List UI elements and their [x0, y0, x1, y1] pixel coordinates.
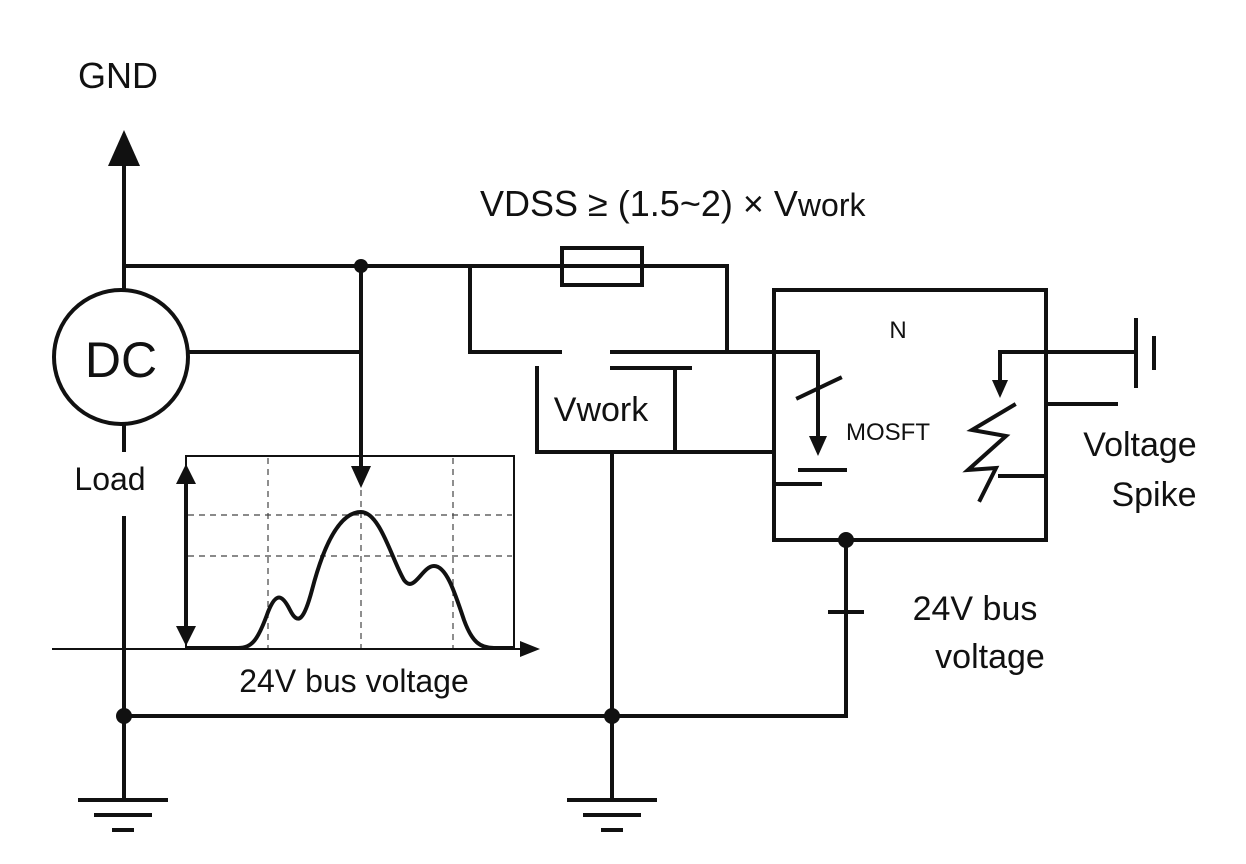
tvs-diode-top-wire	[998, 350, 1138, 386]
vwork-label: Vwork	[554, 391, 649, 429]
waveform-amplitude-arrow-up-icon	[176, 464, 196, 484]
vdss-formula-label: VDSS ≥ (1.5~2) × Vwork	[480, 183, 866, 224]
gnd-arrow-icon	[108, 130, 140, 166]
bus-voltage-right-label-line1: 24V bus	[913, 590, 1038, 628]
dc-source-label: DC	[85, 332, 157, 388]
measurement-probe-arrow-icon	[351, 466, 371, 488]
mosfet-package	[772, 288, 1048, 542]
n-channel-label: N	[889, 317, 906, 344]
ground-symbol-right-icon	[567, 798, 657, 832]
voltage-spike-label-line1: Voltage	[1083, 426, 1196, 464]
load-label: Load	[74, 461, 145, 497]
junction-dot-bottom-left	[116, 708, 132, 724]
mosfet-gate-line	[795, 375, 843, 401]
dc-source-symbol	[52, 288, 190, 426]
waveform-time-axis-arrow-icon	[520, 641, 540, 657]
bus-voltage-right-label-line2: voltage	[935, 638, 1045, 676]
mosfet-label: MOSFT	[846, 419, 930, 446]
tvs-diode-arrow-icon	[992, 380, 1008, 398]
bus-voltage-waveform-label: 24V bus voltage	[239, 663, 469, 699]
gnd-label: GND	[78, 55, 158, 96]
waveform-amplitude-arrow-down-icon	[176, 626, 196, 646]
waveform-trace	[186, 510, 514, 650]
tvs-lightning-icon	[962, 402, 1017, 503]
bus-voltage-waveform	[52, 455, 540, 657]
mosfet-gate-arrow-icon	[809, 436, 827, 456]
vwork-left-loop-wire	[468, 264, 562, 354]
junction-dot-bottom-middle	[604, 708, 620, 724]
vwork-box-wire	[535, 366, 774, 454]
ground-symbol-left-icon	[78, 798, 168, 832]
voltage-spike-label-line2: Spike	[1111, 476, 1196, 514]
